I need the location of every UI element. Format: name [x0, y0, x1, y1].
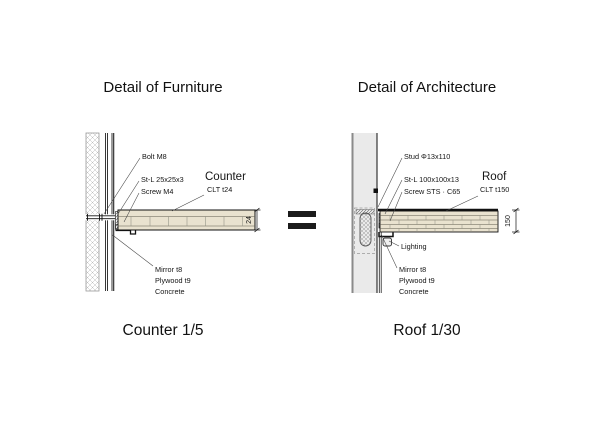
edge-trim-step [115, 229, 137, 235]
dimension-150: 150 [505, 207, 520, 235]
counter-material-label: CLT t24 [207, 185, 232, 194]
finish-layer-label: Mirror t8 [155, 265, 182, 274]
finish-layer-label: Plywood t9 [155, 276, 191, 285]
bolt-label: Bolt M8 [142, 152, 167, 161]
concrete-layer [85, 132, 100, 292]
lighting-fixture [382, 237, 392, 247]
labels: Bolt M8 St-L 25x25x3 Screw M4 Counter CL… [141, 152, 246, 296]
counter-slab [115, 209, 256, 235]
clt-joints [130, 216, 243, 226]
roof-label: Roof [482, 171, 507, 183]
dimension-150-label: 150 [505, 215, 512, 227]
labels: Stud Φ13x110 St-L 100x100x13 Screw STS ·… [399, 152, 509, 296]
roof-slab [378, 208, 499, 238]
angle-label: St-L 100x100x13 [404, 175, 459, 184]
screw-label: Screw STS · C65 [404, 187, 460, 196]
finish-below-slab [378, 232, 382, 293]
wall-section [351, 133, 378, 293]
counter-label: Counter [205, 171, 246, 183]
architecture-title: Detail of Architecture [357, 79, 497, 96]
furniture-detail-drawing: 24 Bolt M8 St-L 25x25x3 Screw M4 Counter… [85, 132, 261, 296]
clt-joints [389, 215, 490, 232]
furniture-caption: Counter 1/5 [122, 322, 204, 339]
stud-label: Stud Φ13x110 [404, 152, 450, 161]
furniture-title: Detail of Furniture [103, 79, 223, 96]
roof-material-label: CLT t150 [480, 185, 509, 194]
anchor-recess-dashed [354, 207, 375, 254]
clt-layer-lines [380, 215, 498, 229]
dimension-24: 24 [246, 207, 261, 233]
leader-lines [103, 157, 205, 267]
finish-layer-label: Mirror t8 [399, 265, 426, 274]
architecture-detail-drawing: 150 Stud Φ13x110 St-L 100x100x13 Screw S… [351, 133, 520, 296]
finish-layer-label: Concrete [399, 287, 429, 296]
architecture-caption: Roof 1/30 [393, 322, 461, 339]
equals-bar [288, 211, 316, 217]
fixing-marker [373, 188, 378, 193]
finish-layer-label: Concrete [155, 287, 185, 296]
equals-bar [288, 223, 316, 229]
angle-label: St-L 25x25x3 [141, 175, 184, 184]
bolt-m8 [85, 213, 116, 221]
finish-layer-label: Plywood t9 [399, 276, 435, 285]
screw-label: Screw M4 [141, 187, 173, 196]
leader-lines [377, 157, 479, 269]
equals-icon [288, 211, 316, 229]
dimension-24-label: 24 [246, 216, 253, 224]
wall-section [85, 132, 115, 292]
stud-anchor-slot [359, 212, 372, 247]
lighting-label: Lighting [401, 242, 427, 251]
